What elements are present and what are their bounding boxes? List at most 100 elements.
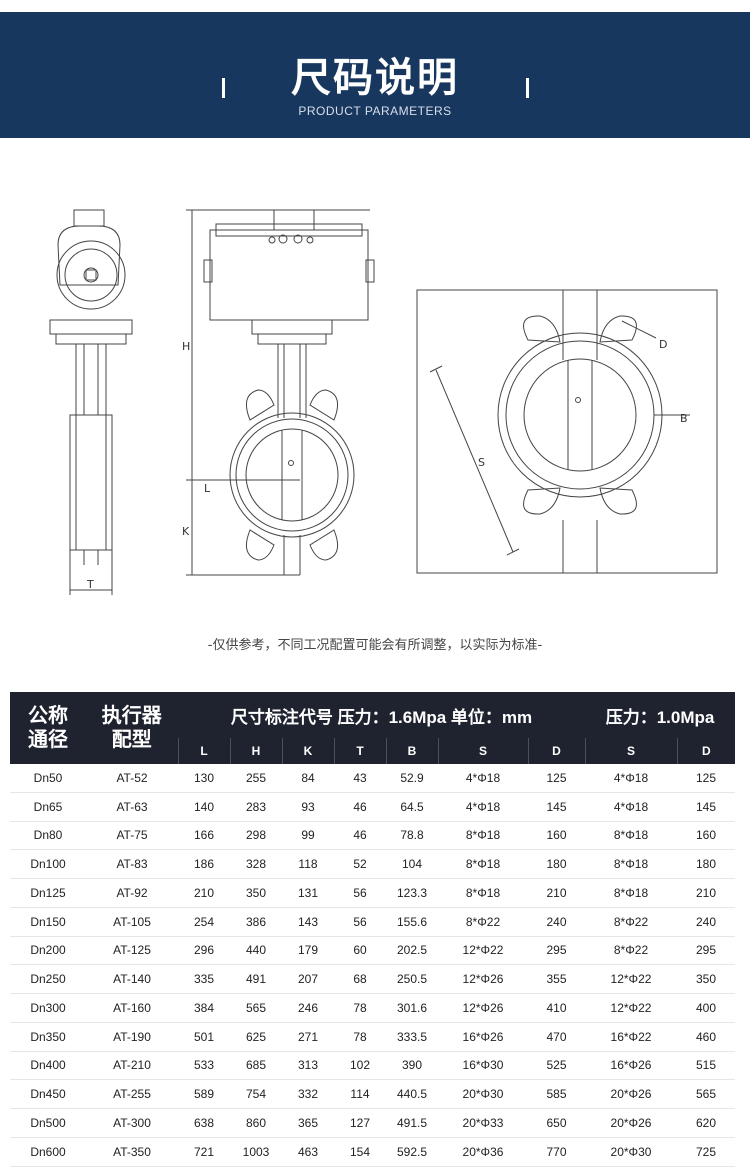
- cell-h: 350: [230, 878, 282, 908]
- cell-s-10: 20*Φ26: [585, 1108, 678, 1138]
- cell-t: 154: [334, 1137, 386, 1167]
- cell-s: 8*Φ18: [438, 821, 528, 851]
- header-actuator-model: 执行器 配型: [86, 692, 178, 764]
- cell-d-10: 240: [677, 907, 736, 937]
- cell-d-10: 160: [677, 821, 736, 851]
- cell-b: 592.5: [386, 1137, 438, 1167]
- cell-d-10: 350: [677, 964, 736, 994]
- cell-k: 313: [282, 1051, 334, 1081]
- cell-h: 565: [230, 993, 282, 1023]
- cell-s-10: 4*Φ18: [585, 792, 678, 822]
- cell-h: 440: [230, 936, 282, 966]
- cell-d-10: 515: [677, 1051, 736, 1081]
- dim-label-b: B: [680, 412, 688, 425]
- cell-b: 491.5: [386, 1108, 438, 1138]
- cell-actuator: AT-125: [86, 936, 178, 966]
- cell-s-10: 20*Φ26: [585, 1079, 678, 1109]
- cell-s-10: 20*Φ30: [585, 1137, 678, 1167]
- cell-k: 463: [282, 1137, 334, 1167]
- cell-h: 685: [230, 1051, 282, 1081]
- cell-d: 210: [528, 878, 586, 908]
- cell-b: 78.8: [386, 821, 438, 851]
- cell-d: 125: [528, 764, 586, 793]
- cell-h: 1003: [230, 1137, 282, 1167]
- cell-s: 12*Φ22: [438, 936, 528, 966]
- cell-s: 16*Φ26: [438, 1022, 528, 1052]
- cell-d-10: 725: [677, 1137, 736, 1167]
- cell-b: 202.5: [386, 936, 438, 966]
- cell-t: 78: [334, 993, 386, 1023]
- cell-nominal: Dn200: [10, 936, 86, 966]
- cell-s-10: 12*Φ22: [585, 993, 678, 1023]
- cell-d-10: 460: [677, 1022, 736, 1052]
- cell-d-10: 620: [677, 1108, 736, 1138]
- cell-l: 721: [178, 1137, 230, 1167]
- subheader-k: K: [281, 738, 334, 764]
- cell-actuator: AT-300: [86, 1108, 178, 1138]
- cell-actuator: AT-63: [86, 792, 178, 822]
- cell-s-10: 8*Φ18: [585, 849, 678, 879]
- cell-l: 186: [178, 849, 230, 879]
- spec-table: 公称 通径 执行器 配型 尺寸标注代号 压力：1.6Mpa 单位：mm 压力：1…: [10, 692, 736, 1167]
- table-header-row: 公称 通径 执行器 配型 尺寸标注代号 压力：1.6Mpa 单位：mm 压力：1…: [10, 692, 736, 764]
- cell-t: 46: [334, 792, 386, 822]
- cell-l: 589: [178, 1079, 230, 1109]
- subheader-d-10: D: [676, 738, 736, 764]
- cell-actuator: AT-52: [86, 764, 178, 793]
- cell-s: 20*Φ36: [438, 1137, 528, 1167]
- cell-k: 179: [282, 936, 334, 966]
- cell-t: 127: [334, 1108, 386, 1138]
- cell-s: 12*Φ26: [438, 964, 528, 994]
- cell-s-10: 8*Φ18: [585, 821, 678, 851]
- cell-k: 271: [282, 1022, 334, 1052]
- cell-t: 52: [334, 849, 386, 879]
- title-divider-left: [222, 78, 225, 98]
- cell-s-10: 16*Φ26: [585, 1051, 678, 1081]
- cell-k: 332: [282, 1079, 334, 1109]
- cell-l: 166: [178, 821, 230, 851]
- cell-d: 410: [528, 993, 586, 1023]
- page-subtitle: PRODUCT PARAMETERS: [298, 104, 452, 118]
- cell-d-10: 125: [677, 764, 736, 793]
- side-view: [49, 209, 133, 595]
- cell-d: 770: [528, 1137, 586, 1167]
- cell-b: 155.6: [386, 907, 438, 937]
- header-banner: 尺码说明 PRODUCT PARAMETERS: [0, 12, 750, 138]
- cell-nominal: Dn80: [10, 821, 86, 851]
- cell-l: 140: [178, 792, 230, 822]
- cell-nominal: Dn150: [10, 907, 86, 937]
- subheader-s-10: S: [584, 738, 678, 764]
- cell-s-10: 8*Φ22: [585, 907, 678, 937]
- cell-k: 131: [282, 878, 334, 908]
- cell-h: 283: [230, 792, 282, 822]
- dim-label-h: H: [182, 340, 190, 353]
- cell-s: 20*Φ33: [438, 1108, 528, 1138]
- cell-d: 180: [528, 849, 586, 879]
- cell-t: 102: [334, 1051, 386, 1081]
- cell-k: 84: [282, 764, 334, 793]
- cell-s: 4*Φ18: [438, 764, 528, 793]
- cell-l: 210: [178, 878, 230, 908]
- cell-t: 56: [334, 907, 386, 937]
- cell-s-10: 8*Φ22: [585, 936, 678, 966]
- cell-nominal: Dn100: [10, 849, 86, 879]
- cell-nominal: Dn300: [10, 993, 86, 1023]
- dim-label-t: T: [86, 578, 94, 591]
- cell-h: 386: [230, 907, 282, 937]
- dim-label-d: D: [659, 338, 667, 351]
- detail-view: [416, 289, 718, 574]
- cell-nominal: Dn50: [10, 764, 86, 793]
- cell-l: 501: [178, 1022, 230, 1052]
- cell-s: 20*Φ30: [438, 1079, 528, 1109]
- cell-t: 46: [334, 821, 386, 851]
- cell-k: 207: [282, 964, 334, 994]
- dim-label-k: K: [182, 525, 190, 538]
